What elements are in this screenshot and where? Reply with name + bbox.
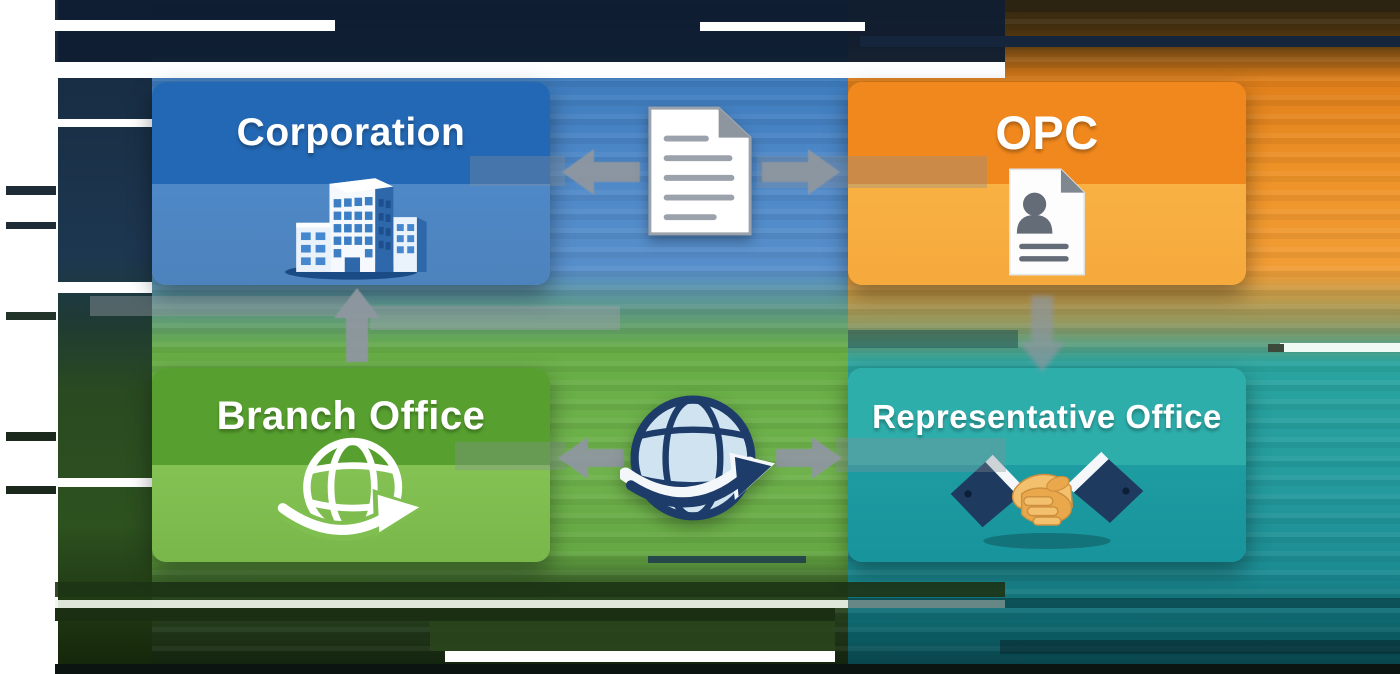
bg-streak [1000,640,1400,654]
bg-streak [55,664,1400,674]
node-opc: OPC [848,82,1246,285]
handshake-icon [950,451,1144,549]
bg-streak [1280,343,1400,352]
globe-arrow-icon [618,385,775,545]
node-corporation: Corporation [152,82,550,285]
bg-streak [55,62,1005,78]
bg-streak [58,282,152,293]
node-branch-office-body [152,437,550,562]
node-representative-office-header: Representative Office [848,368,1246,465]
bg-streak [700,22,865,31]
bg-streak [55,582,1005,597]
bg-streak [445,651,835,662]
document-icon [644,104,756,243]
bg-streak [6,432,56,441]
node-opc-label: OPC [995,106,1099,160]
bg-streak [430,621,835,651]
bg-streak [55,600,1005,608]
globe-arrow-icon-svg [618,395,775,521]
bg-streak [55,0,1005,62]
document-icon-svg [648,106,752,236]
node-branch-office-header: Branch Office [152,368,550,465]
bg-streak [58,119,152,127]
bg-streak [848,330,1018,348]
bg-streak [860,36,1400,47]
bg-streak [6,312,56,320]
bg-streak [58,478,152,487]
node-representative-office: Representative Office [848,368,1246,562]
bg-streak [0,0,58,674]
node-representative-office-label: Representative Office [872,397,1222,435]
node-representative-office-body [848,451,1246,562]
bg-streak [6,222,56,229]
bg-streak [90,296,355,316]
bg-streak [648,556,806,563]
bg-streak [58,0,152,674]
bg-streak [6,186,56,195]
node-corporation-label: Corporation [236,110,466,154]
bg-streak [55,20,335,31]
node-corporation-body [152,178,550,285]
bg-streak [1268,344,1284,352]
node-opc-header: OPC [848,82,1246,184]
bg-streak [1005,0,1400,12]
bg-streak [848,598,1400,608]
globe-swoosh-icon [277,437,426,541]
office-buildings-icon [285,178,427,280]
resume-document-icon [1009,168,1085,276]
bg-streak [370,306,620,330]
node-branch-office-label: Branch Office [216,394,486,438]
node-corporation-header: Corporation [152,82,550,184]
bg-streak [55,608,835,621]
bg-streak [6,486,56,494]
node-branch-office: Branch Office [152,368,550,562]
node-opc-body [848,168,1246,285]
